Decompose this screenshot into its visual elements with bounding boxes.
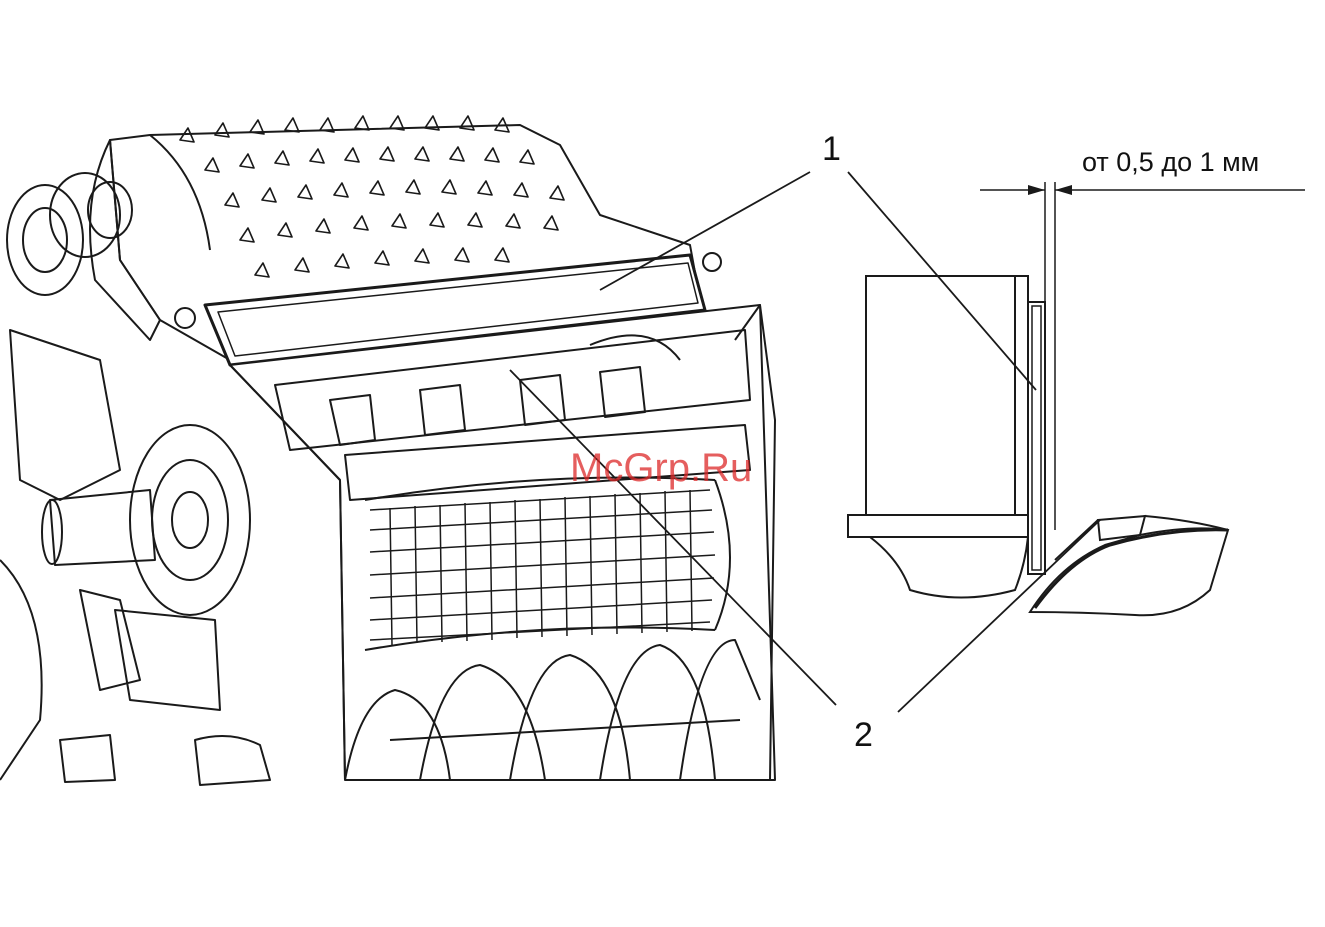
broken-section-edge [870,537,1028,598]
leader-2-to-rotor-detail [898,520,1100,712]
callout-label-1: 1 [822,132,841,166]
callout-label-2: 2 [854,718,873,752]
dimension-arrow-left [1028,185,1045,195]
dimension-arrow-right [1055,185,1072,195]
section-detail-view [848,182,1305,615]
dimension-label: от 0,5 до 1 мм [1082,149,1259,176]
watermark-text: McGrp.Ru [570,448,752,488]
base-flange [848,515,1028,537]
knife-holder-block [866,276,1015,515]
knife-plate [1028,302,1045,574]
